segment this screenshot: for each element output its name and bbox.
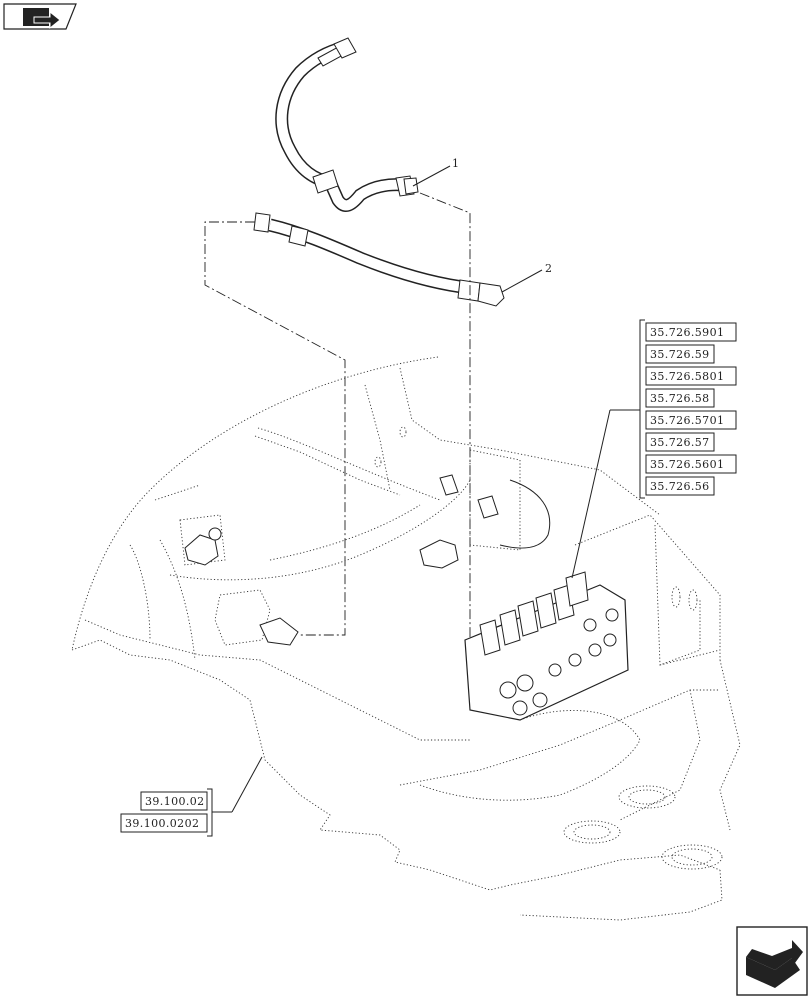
callout-1-label: 1 bbox=[452, 157, 459, 170]
ref-box[interactable]: 35.726.56 bbox=[645, 476, 715, 496]
routing-lines bbox=[204, 192, 495, 701]
book-arrow-icon[interactable] bbox=[3, 3, 77, 30]
ref-box[interactable]: 35.726.5901 bbox=[645, 322, 737, 342]
ref-label: 35.726.5601 bbox=[650, 458, 724, 471]
next-page-arrow-icon[interactable] bbox=[736, 926, 808, 996]
reference-group-right: 35.726.5901 35.726.59 35.726.5801 35.726… bbox=[639, 319, 737, 499]
ref-label: 35.726.5701 bbox=[650, 414, 724, 427]
ref-label: 39.100.0202 bbox=[125, 817, 199, 830]
ref-box[interactable]: 35.726.5601 bbox=[645, 454, 737, 474]
ref-box[interactable]: 35.726.58 bbox=[645, 388, 715, 408]
ref-label: 35.726.59 bbox=[650, 348, 710, 361]
ref-label: 35.726.58 bbox=[650, 392, 710, 405]
ref-label: 35.726.56 bbox=[650, 480, 710, 493]
frame-fittings bbox=[184, 474, 551, 646]
ref-box[interactable]: 35.726.57 bbox=[645, 432, 715, 452]
ref-box[interactable]: 39.100.02 bbox=[140, 791, 208, 811]
callout-2-label: 2 bbox=[545, 262, 552, 275]
ref-box[interactable]: 35.726.59 bbox=[645, 344, 715, 364]
hose-2 bbox=[253, 212, 505, 307]
ref-box[interactable]: 35.726.5801 bbox=[645, 366, 737, 386]
ref-label: 39.100.02 bbox=[145, 795, 205, 808]
ref-label: 35.726.5801 bbox=[650, 370, 724, 383]
machine-frame bbox=[71, 356, 741, 921]
ref-label: 35.726.5901 bbox=[650, 326, 724, 339]
ref-box[interactable]: 35.726.5701 bbox=[645, 410, 737, 430]
hose-1 bbox=[275, 37, 419, 212]
control-valve bbox=[464, 571, 629, 721]
ref-box[interactable]: 39.100.0202 bbox=[120, 813, 208, 833]
ref-label: 35.726.57 bbox=[650, 436, 710, 449]
reference-group-left: 39.100.02 39.100.0202 bbox=[120, 788, 213, 837]
